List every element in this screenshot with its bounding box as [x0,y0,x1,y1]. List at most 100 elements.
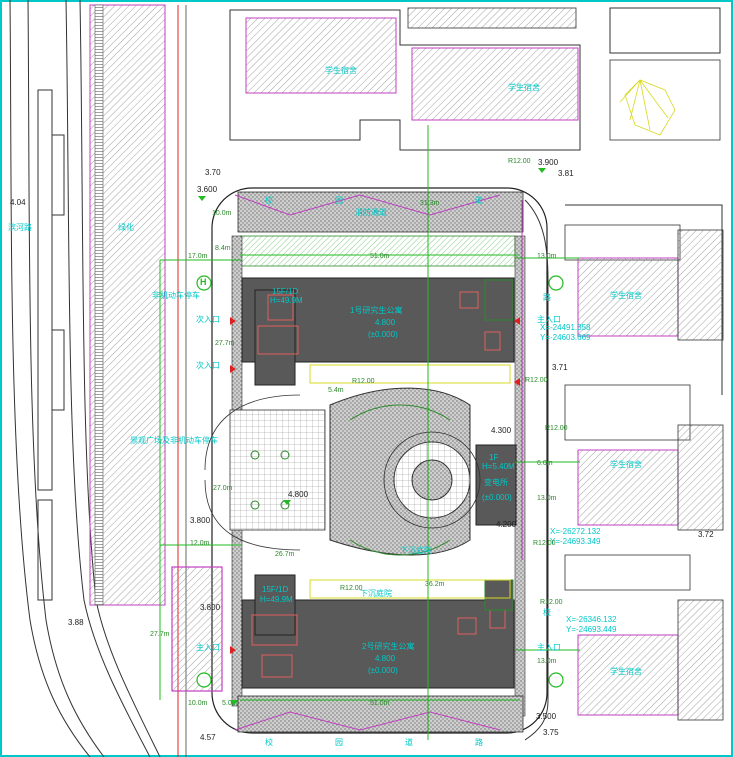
label-entrance-1: 次入口 [196,314,220,324]
road-char-1: 校 [265,737,273,747]
dim-13m-c: 13.0m [537,658,557,665]
elev-3-72: 3.72 [698,530,714,539]
tree-symbol [619,79,676,136]
top-dorm-group [229,7,721,151]
coord-3-y: Y=-24693.449 [566,625,617,634]
right-dorm-group [564,204,724,721]
radius-2: R12.00 [525,377,548,384]
green-belt [89,4,166,606]
radius-5: R12.00 [540,599,563,606]
labels-layer: 学生宿舍 学生宿舍 学生宿舍 学生宿舍 学生宿舍 1号研究生公寓 4.800 (… [8,65,642,747]
radius-4: R12.00 [533,540,556,547]
dim-51m: 51.0m [370,253,390,260]
radius-1: R12.00 [508,158,531,165]
label-building-1: 1号研究生公寓 [350,305,402,315]
building-2 [241,574,515,689]
left-road-lines [9,0,161,757]
road-top-char-2: 园 [335,196,343,205]
elev-4-04: 4.04 [10,198,26,207]
label-basement-ramp: 下沉庭院 [360,588,392,598]
dim-27m: 27.0m [213,485,233,492]
label-bike: 非机动车停车 [152,290,200,300]
label-fire-lane: 消防通道 [355,207,387,217]
label-building-2-zero: (±0.000) [368,666,398,675]
magenta-routes [234,194,523,731]
basement-zone [171,566,223,692]
label-dorm-right-2: 学生宿舍 [610,459,642,469]
road-char-2: 园 [335,738,343,747]
elev-4-200: 4.200 [496,520,517,529]
coord-1-x: X=-24491.358 [540,323,591,332]
dim-6m: 6.0m [537,460,553,467]
elev-3-600: 3.600 [197,185,218,194]
elev-3-800-b: 3.800 [200,603,221,612]
road-char-4: 路 [475,737,483,747]
label-entrance-3: 主入口 [196,642,220,652]
right-dorm-3 [577,634,679,716]
dimension-lines [159,125,580,740]
elevations-layer: 4.04 3.88 4.57 3.600 3.70 3.900 3.81 3.7… [10,158,714,742]
label-substation: 变电所 [484,477,508,487]
building-1 [241,277,515,386]
dim-10m: 10.0m [212,210,232,217]
road-top-char-3: 道 [475,195,483,205]
road-char-3: 道 [405,737,413,747]
dim-36-2m: 36.2m [425,581,445,588]
label-dorm-top-left: 学生宿舍 [325,65,357,75]
coord-3-x: X=-26346.132 [566,615,617,624]
label-building-1-elev: 4.800 [375,318,396,327]
elev-4-57: 4.57 [200,733,216,742]
label-plaza: 景观广场及非机动车停车 [130,435,218,445]
top-dorm-right [411,47,579,121]
dim-17m: 17.0m [188,253,208,260]
dim-26-7m: 26.7m [275,551,295,558]
label-building-1-height: H=49.9M [270,296,303,305]
label-building-1-floors: 15F/1D [272,287,298,296]
label-building-2: 2号研究生公寓 [362,641,414,651]
label-left-strip: 绿化 [118,222,134,232]
right-dorm-2 [577,449,679,526]
label-dorm-top-right: 学生宿舍 [508,82,540,92]
label-dorm-right-1: 学生宿舍 [610,290,642,300]
elev-3-75: 3.75 [543,728,559,737]
hydrant-h-1: H [200,277,207,287]
radius-7: R12.00 [352,378,375,385]
dim-27-7m-b: 27.7m [150,631,170,638]
label-dorm-right-3: 学生宿舍 [610,666,642,676]
label-substation-zero: (±0.000) [482,493,512,502]
label-substation-height: H=5.40M [482,462,515,471]
north-plaza-paving [237,191,524,233]
elev-4-300: 4.300 [491,426,512,435]
site-boundary [211,187,548,734]
dim-51m-b: 51.0m [370,700,390,707]
label-entrance-5: 主入口 [537,642,561,652]
elev-3-81: 3.81 [558,169,574,178]
elevation-markers [198,168,546,705]
label-entrance-4: 主入口 [537,314,561,324]
label-building-2-elev: 4.800 [375,654,396,663]
label-building-2-height: H=49.9M [260,595,293,604]
east-road [524,199,549,741]
west-plaza [204,394,326,551]
left-rail-strip [37,89,65,601]
label-entrance-2: 次入口 [196,360,220,370]
label-substation-floors: 1F [489,453,498,462]
elev-3-71: 3.71 [552,363,568,372]
road-right-char: 路 [543,292,551,302]
south-plaza-paving [237,695,524,733]
elev-3-900: 3.900 [538,158,559,167]
dim-10m-b: 10.0m [188,700,208,707]
dim-13m: 13.0m [537,253,557,260]
dim-12m: 12.0m [190,540,210,547]
top-dorm-left [245,17,397,94]
elev-3-70: 3.70 [205,168,221,177]
elev-3-88: 3.88 [68,618,84,627]
dim-5m: 5.0m [222,700,238,707]
central-courtyard [329,387,481,556]
dim-5-4m: 5.4m [328,387,344,394]
dim-27-7m: 27.7m [215,340,235,347]
label-basement-ramp-2: 下沉庭院 [400,545,432,555]
dim-8-4m: 8.4m [215,245,231,252]
label-building-2-floors: 15F/1D [262,585,288,594]
right-dorm-1 [577,257,679,337]
